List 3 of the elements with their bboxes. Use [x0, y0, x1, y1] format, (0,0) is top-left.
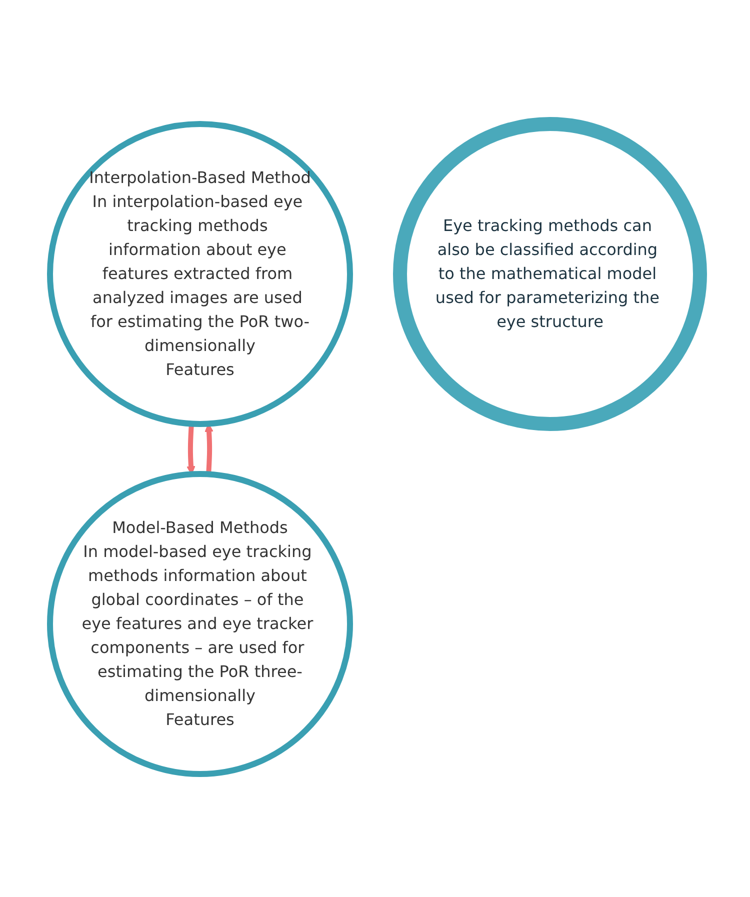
node-circle: Model-Based Methods In model-based eye tracking methods information about global coordinates – of the eye features and eye tracker components – are used for estimating the PoR three-dimensionally Features [47, 470, 353, 776]
node-circle: Interpolation-Based Method In interpolation-based eye tracking methods information about eye features extracted from analyzed images are used for estimating the PoR two-dimensionally Features [47, 120, 353, 426]
node-circle: Eye tracking methods can also be classified according to the mathematical model used for parameterizing the eye structure [393, 116, 707, 430]
